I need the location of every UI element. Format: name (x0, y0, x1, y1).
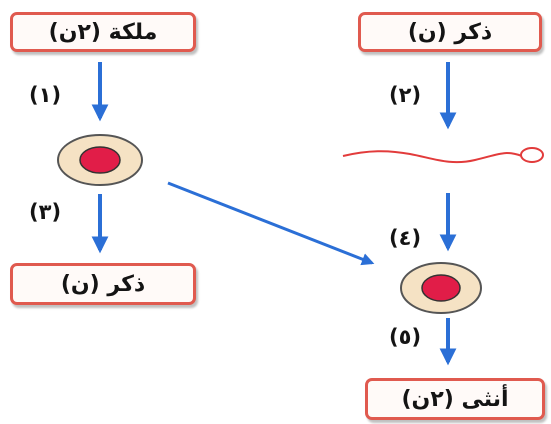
step-label-5: (٥) (389, 325, 422, 349)
sperm-cell (342, 147, 544, 164)
step-label-2: (٢) (389, 83, 422, 107)
arrow-egg-to-zygote (167, 181, 375, 266)
fertilized-egg (400, 262, 482, 314)
step-label-1: (١) (29, 83, 62, 107)
queen-box: ملكة (٢ن) (10, 12, 196, 52)
male-offspring-box: ذكر (ن) (10, 263, 196, 305)
female-offspring-box: أنثى (٢ن) (365, 378, 545, 420)
step-label-4: (٤) (389, 226, 422, 250)
egg-cell (57, 134, 143, 186)
step-label-3: (٣) (29, 200, 62, 224)
male-parent-box: ذكر (ن) (358, 12, 542, 52)
